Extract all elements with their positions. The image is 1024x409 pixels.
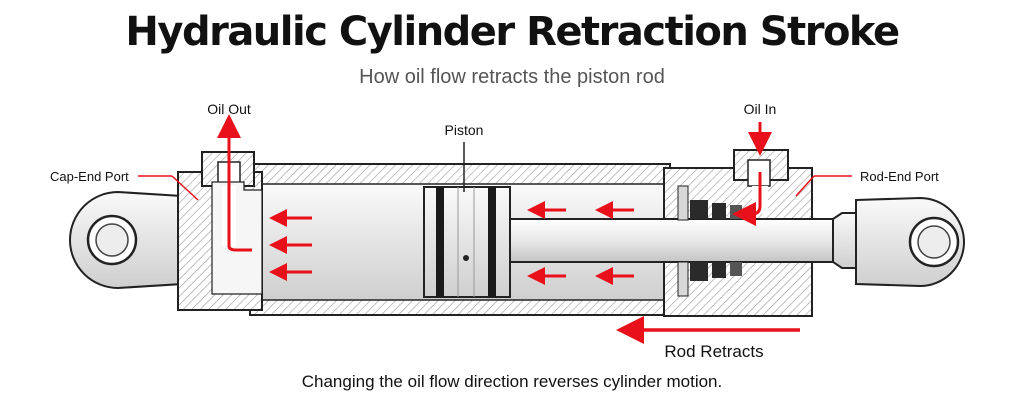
oil-in-label: Oil In	[744, 101, 777, 117]
rod-end-port-label: Rod-End Port	[860, 169, 939, 184]
rod-end-gland	[663, 149, 813, 317]
piston-rod	[507, 212, 857, 269]
cap-end-port-leader-diag	[171, 175, 199, 201]
cap-chamber-flow-arrows	[269, 209, 312, 281]
cap-end-block	[177, 151, 263, 311]
rod-end-flow-path	[732, 122, 772, 226]
piston-label: Piston	[445, 122, 484, 138]
rod-retracts-label: Rod Retracts	[664, 342, 763, 361]
page-subtitle: How oil flow retracts the piston rod	[359, 66, 665, 88]
rod-end-port-leader-diag	[795, 175, 815, 197]
cap-end-flow-path	[217, 114, 252, 252]
cap-end-port-label: Cap-End Port	[50, 169, 129, 184]
page-title: Hydraulic Cylinder Retraction Stroke	[125, 9, 900, 55]
piston	[423, 186, 511, 298]
right-rod-eye	[855, 196, 965, 288]
diagram-caption: Changing the oil flow direction reverses…	[301, 372, 723, 391]
rod-chamber-flow-arrows	[527, 201, 634, 285]
left-clevis-eye	[69, 190, 183, 290]
oil-out-label: Oil Out	[207, 101, 251, 117]
